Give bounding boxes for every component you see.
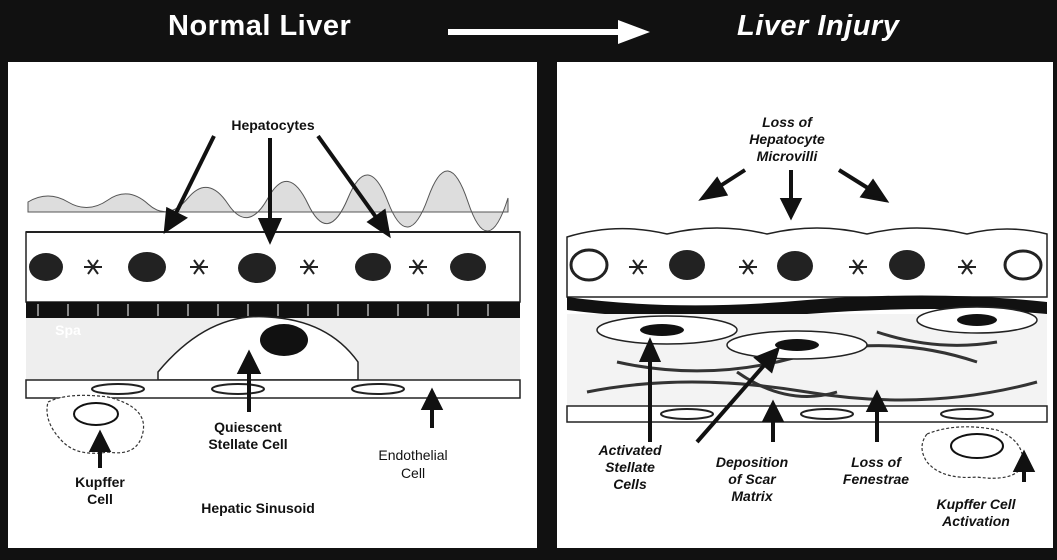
- hepatocyte-nucleus: [238, 253, 276, 283]
- hepatocyte-nucleus: [669, 250, 705, 280]
- endothelial-nucleus: [212, 384, 264, 394]
- hepatocyte-nucleus: [1005, 251, 1041, 279]
- header-bar: Normal Liver Liver Injury: [0, 0, 1057, 62]
- liver-injury-title: Liver Injury: [737, 10, 899, 43]
- hepatocytes-label: Hepatocytes: [203, 117, 343, 134]
- hepatocyte-nucleus: [128, 252, 166, 282]
- loss-fenestrae-line2: Fenestrae: [821, 471, 931, 488]
- activated-stellate-line3: Cells: [585, 476, 675, 493]
- quiescent-label-line1: Quiescent: [188, 419, 308, 436]
- endothelial-nucleus: [941, 409, 993, 419]
- kupffer-activation-line1: Kupffer Cell: [911, 496, 1041, 513]
- endothelial-label-line2: Cell: [353, 465, 473, 482]
- loss-fenestrae-line1: Loss of: [821, 454, 931, 471]
- kupffer-label-line1: Kupffer: [60, 474, 140, 491]
- loss-microvilli-line2: Hepatocyte: [727, 131, 847, 148]
- kupffer-nucleus: [74, 403, 118, 425]
- hepatocyte-nucleus: [889, 250, 925, 280]
- hepatocyte-nucleus: [450, 253, 486, 281]
- normal-liver-panel: Hepatocytes Spa Quiescent Stellate Cell …: [8, 62, 537, 548]
- hepatocyte-nucleus: [571, 250, 607, 280]
- deposition-line2: of Scar: [697, 471, 807, 488]
- liver-injury-panel: Loss of Hepatocyte Microvilli Activated …: [557, 62, 1053, 548]
- deposition-line3: Matrix: [697, 488, 807, 505]
- hepatocyte-nucleus: [777, 251, 813, 281]
- endothelial-nucleus: [661, 409, 713, 419]
- hepatic-sinusoid-label: Hepatic Sinusoid: [168, 500, 348, 517]
- endothelial-nucleus: [801, 409, 853, 419]
- endothelial-nucleus: [92, 384, 144, 394]
- microvilli-band: [26, 302, 520, 318]
- space-label: Spa: [48, 322, 88, 339]
- kupffer-nucleus: [951, 434, 1003, 458]
- loss-microvilli-line3: Microvilli: [727, 148, 847, 165]
- kupffer-activation-line2: Activation: [911, 513, 1041, 530]
- hepatocyte-nucleus: [29, 253, 63, 281]
- kupffer-label-line2: Cell: [60, 491, 140, 508]
- hepatocyte-nucleus: [355, 253, 391, 281]
- deposition-line1: Deposition: [697, 454, 807, 471]
- activated-stellate-nucleus: [775, 339, 819, 351]
- activated-stellate-line1: Activated: [585, 442, 675, 459]
- endothelial-label-line1: Endothelial: [353, 447, 473, 464]
- endothelial-nucleus: [352, 384, 404, 394]
- activated-stellate-nucleus: [957, 314, 997, 326]
- activated-stellate-nucleus: [640, 324, 684, 336]
- quiescent-label-line2: Stellate Cell: [178, 436, 318, 453]
- activated-stellate-line2: Stellate: [585, 459, 675, 476]
- stellate-cell-nucleus: [260, 324, 308, 356]
- loss-microvilli-line1: Loss of: [727, 114, 847, 131]
- bottom-bar: [0, 548, 1057, 560]
